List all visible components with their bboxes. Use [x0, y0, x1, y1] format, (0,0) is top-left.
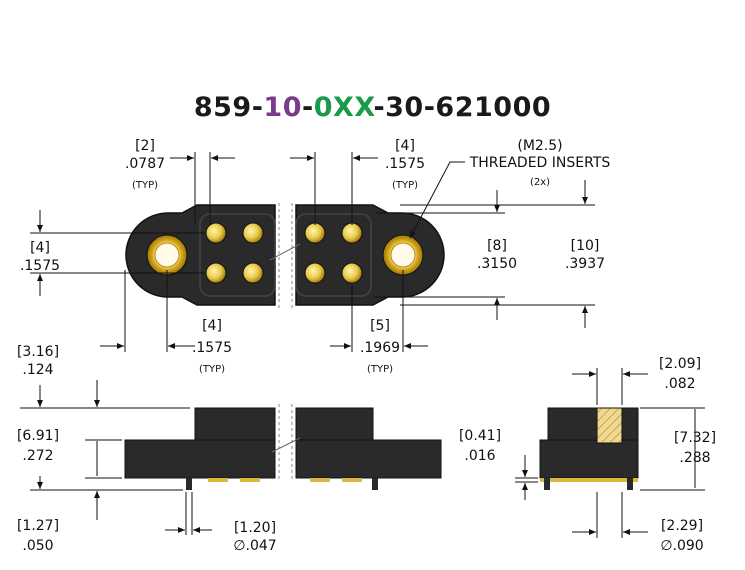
- svg-text:[10]: [10]: [571, 238, 600, 254]
- svg-text:THREADED INSERTS: THREADED INSERTS: [469, 155, 611, 171]
- svg-text:[7.32]: [7.32]: [674, 430, 716, 446]
- svg-text:.3937: .3937: [565, 256, 605, 272]
- svg-text:.3150: .3150: [477, 256, 517, 272]
- svg-text:[2]: [2]: [135, 138, 155, 154]
- svg-text:(TYP): (TYP): [199, 364, 225, 375]
- svg-text:∅.090: ∅.090: [660, 538, 703, 554]
- svg-text:[3.16]: [3.16]: [17, 344, 59, 360]
- title-part-green: 0XX: [313, 92, 374, 123]
- part-number-title: 859-10-0XX-30-621000: [0, 92, 745, 123]
- title-part-purple: 10: [263, 92, 302, 123]
- svg-text:(M2.5): (M2.5): [517, 138, 562, 154]
- svg-text:.272: .272: [22, 448, 53, 464]
- svg-text:(TYP): (TYP): [392, 180, 418, 191]
- pin-grid: [205, 222, 363, 284]
- svg-text:(TYP): (TYP): [132, 180, 158, 191]
- svg-text:.082: .082: [664, 376, 695, 392]
- side-view: [3.16] .124 [6.91] .272 [1.27] .050 [1.2…: [17, 344, 442, 554]
- top-view: [2] .0787 (TYP) [4] .1575 (TYP) (M2.5) T…: [20, 138, 610, 375]
- svg-text:.016: .016: [464, 448, 495, 464]
- svg-text:[4]: [4]: [30, 240, 50, 256]
- svg-text:.1575: .1575: [20, 258, 60, 274]
- svg-text:[1.20]: [1.20]: [234, 520, 276, 536]
- svg-text:[2.09]: [2.09]: [659, 356, 701, 372]
- svg-text:[0.41]: [0.41]: [459, 428, 501, 444]
- title-part-base: 859-: [193, 92, 264, 123]
- title-part-suffix: -30-621000: [373, 92, 552, 123]
- svg-text:[4]: [4]: [395, 138, 415, 154]
- title-part-dash: -: [302, 92, 314, 123]
- svg-text:.124: .124: [22, 362, 53, 378]
- insert-section: [596, 407, 623, 444]
- svg-text:.1575: .1575: [192, 340, 232, 356]
- svg-text:.288: .288: [679, 450, 710, 466]
- end-view: [2.09] .082 [0.41] .016 [7.32] .288 [2.2…: [459, 356, 716, 554]
- svg-text:[2.29]: [2.29]: [661, 518, 703, 534]
- svg-text:[1.27]: [1.27]: [17, 518, 59, 534]
- svg-text:.1575: .1575: [385, 156, 425, 172]
- svg-text:[4]: [4]: [202, 318, 222, 334]
- svg-text:∅.047: ∅.047: [233, 538, 276, 554]
- svg-text:(2x): (2x): [530, 177, 550, 188]
- svg-text:(TYP): (TYP): [367, 364, 393, 375]
- svg-text:[5]: [5]: [370, 318, 390, 334]
- svg-text:.050: .050: [22, 538, 53, 554]
- svg-text:[6.91]: [6.91]: [17, 428, 59, 444]
- svg-text:.0787: .0787: [125, 156, 165, 172]
- svg-text:.1969: .1969: [360, 340, 400, 356]
- svg-text:[8]: [8]: [487, 238, 507, 254]
